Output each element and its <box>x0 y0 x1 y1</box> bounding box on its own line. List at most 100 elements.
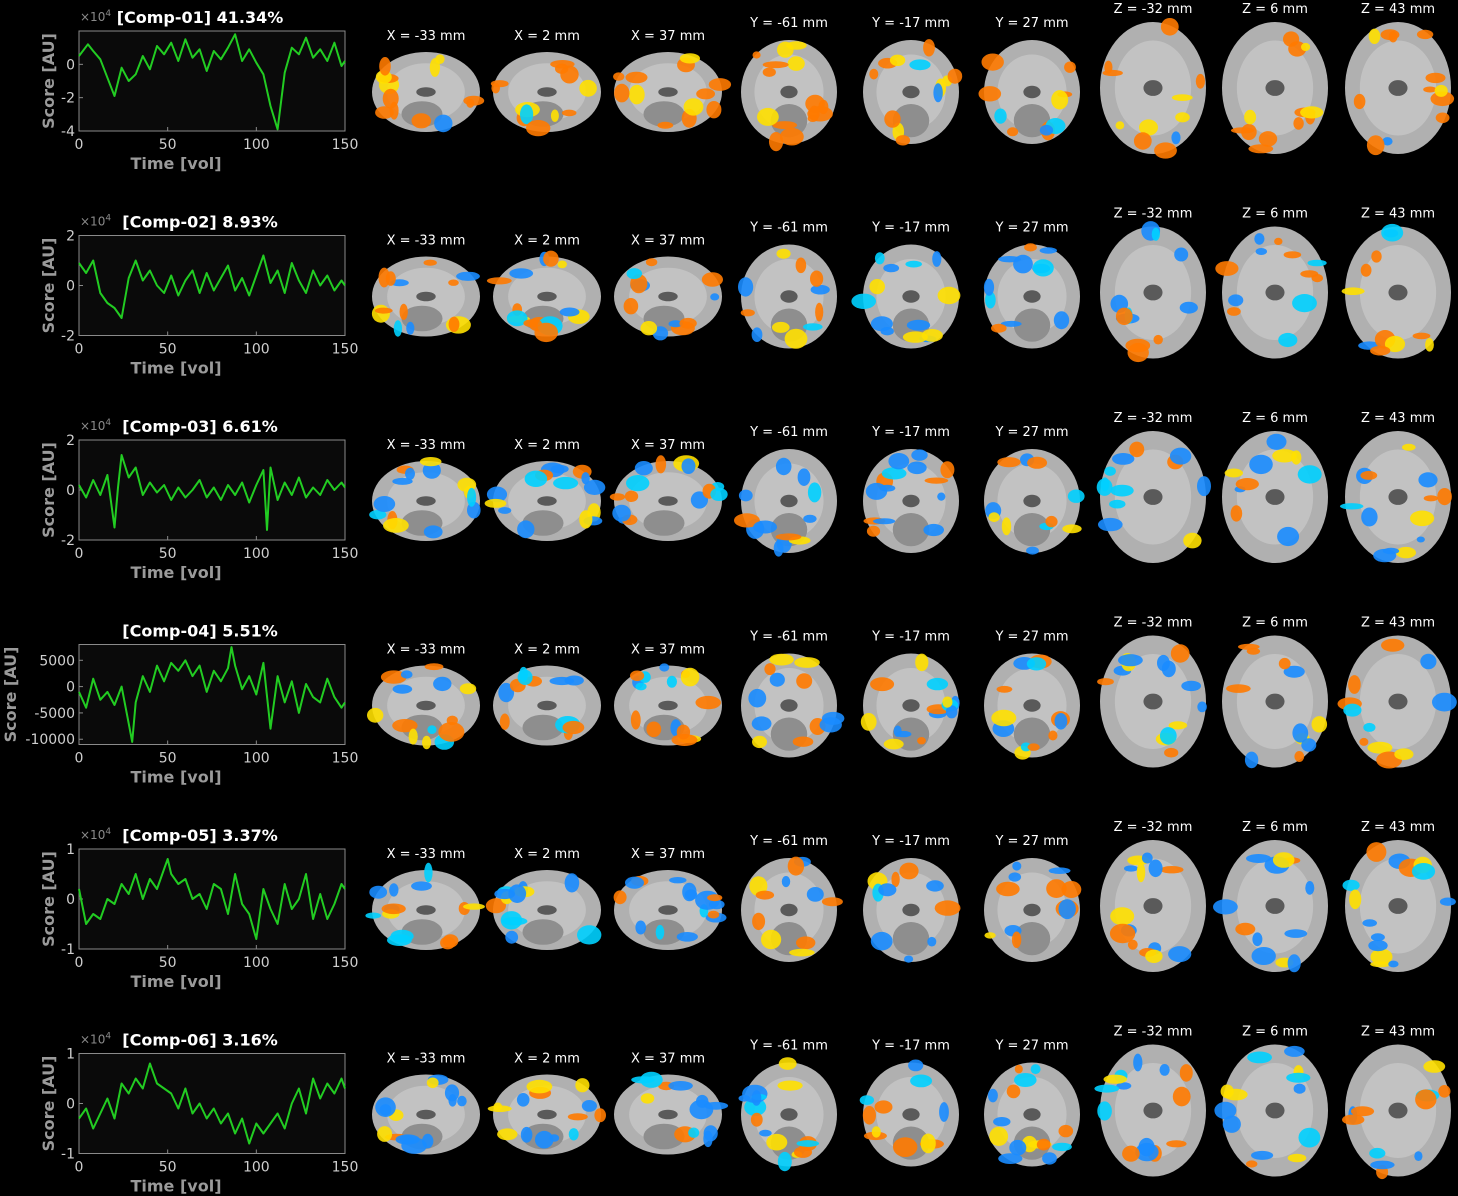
y-tick-label: 5000 <box>39 653 75 669</box>
activation-blob <box>1138 1137 1155 1157</box>
brain-slice: X = 2 mm <box>486 234 601 343</box>
activation-blob <box>1278 332 1298 348</box>
activation-blob <box>1115 121 1125 130</box>
activation-blob <box>932 251 942 267</box>
activation-blob <box>738 277 754 297</box>
ventricle <box>780 1108 798 1121</box>
activation-blob <box>1171 94 1193 101</box>
activation-blob <box>1213 899 1238 915</box>
activation-blob <box>1046 879 1067 898</box>
slice-coordinate-label: Y = 27 mm <box>994 425 1068 440</box>
ventricle <box>537 87 557 97</box>
slice-coordinate-label: X = 2 mm <box>514 234 580 249</box>
ventricle <box>1143 489 1163 505</box>
slice-coordinate-label: Z = 6 mm <box>1242 820 1308 835</box>
activation-blob <box>1249 454 1273 475</box>
activation-blob <box>1133 1053 1143 1072</box>
activation-blob <box>762 61 789 69</box>
activation-blob <box>484 498 507 508</box>
activation-blob <box>740 309 755 317</box>
activation-blob <box>1228 294 1244 307</box>
activation-blob <box>1110 907 1135 926</box>
activation-blob <box>389 883 399 897</box>
brain-slice: Z = 6 mm <box>1222 2 1328 154</box>
activation-blob <box>494 888 516 900</box>
ventricle <box>416 1109 436 1120</box>
brain-slice: Y = 27 mm <box>984 834 1082 962</box>
activation-blob <box>1370 961 1391 968</box>
x-tick-label: 0 <box>75 137 84 153</box>
activation-blob <box>708 78 732 91</box>
activation-blob <box>581 1100 598 1112</box>
activation-blob <box>486 277 512 285</box>
ventricle <box>1023 903 1041 917</box>
x-tick-label: 100 <box>243 1160 270 1176</box>
activation-blob <box>792 736 814 747</box>
slice-coordinate-label: X = -33 mm <box>387 847 466 862</box>
activation-blob <box>628 84 645 105</box>
activation-blob <box>1214 1101 1237 1120</box>
ventricle <box>1023 699 1041 712</box>
activation-blob <box>1410 510 1435 527</box>
activation-blob <box>635 920 646 935</box>
x-tick-label: 50 <box>159 342 177 358</box>
activation-blob <box>516 1093 530 1107</box>
ventricle <box>658 87 678 97</box>
activation-blob <box>1432 692 1457 712</box>
activation-blob <box>1420 653 1437 670</box>
y-tick-label: 0 <box>66 57 75 73</box>
activation-blob <box>1254 233 1265 245</box>
activation-blob <box>1246 647 1261 655</box>
brain-slice: X = 37 mm <box>613 847 727 950</box>
activation-blob <box>505 930 519 944</box>
activation-blob <box>1266 433 1287 450</box>
activation-blob <box>696 88 715 100</box>
activation-blob <box>490 80 509 88</box>
activation-blob <box>1009 1139 1027 1156</box>
activation-blob <box>997 457 1021 468</box>
slice-coordinate-label: X = 37 mm <box>631 29 705 44</box>
brain-slice: Y = -61 mm <box>741 16 837 152</box>
activation-blob <box>1062 524 1082 534</box>
activation-blob <box>423 525 443 539</box>
activation-blob <box>1053 311 1070 330</box>
activation-blob <box>703 1130 713 1148</box>
activation-blob <box>626 475 650 492</box>
ventricle <box>1023 494 1041 508</box>
activation-blob <box>1284 929 1308 938</box>
activation-blob <box>438 722 465 742</box>
y-multiplier: ×104 <box>80 214 111 229</box>
activation-blob <box>560 65 579 84</box>
activation-blob <box>444 1084 460 1102</box>
y-tick-label: 1 <box>66 1047 75 1063</box>
activation-blob <box>1402 443 1416 451</box>
activation-blob <box>634 461 653 476</box>
activation-blob <box>1096 478 1113 496</box>
ventricle <box>416 700 436 711</box>
activation-blob <box>1112 453 1135 465</box>
activation-blob <box>1127 939 1138 950</box>
activation-blob <box>577 925 602 945</box>
activation-blob <box>945 705 958 719</box>
ventricle <box>1265 80 1285 96</box>
y-multiplier-exponent: 4 <box>105 418 111 428</box>
activation-blob <box>695 695 721 710</box>
activation-blob <box>680 667 700 687</box>
activation-blob <box>1153 334 1163 345</box>
ventricle <box>1388 693 1408 710</box>
activation-blob <box>1425 72 1446 84</box>
ventricle <box>1143 693 1163 710</box>
slice-coordinate-label: Y = 27 mm <box>994 1039 1068 1054</box>
activation-blob <box>378 267 390 288</box>
activation-blob <box>996 881 1020 897</box>
x-tick-label: 150 <box>332 751 359 767</box>
ventricle <box>1265 489 1285 505</box>
activation-blob <box>1287 1153 1307 1163</box>
activation-blob <box>392 684 413 694</box>
slice-coordinate-label: Z = -32 mm <box>1114 1025 1193 1040</box>
activation-blob <box>772 321 790 333</box>
activation-blob <box>1129 441 1145 458</box>
cerebellum <box>643 101 685 127</box>
x-tick-label: 0 <box>75 342 84 358</box>
